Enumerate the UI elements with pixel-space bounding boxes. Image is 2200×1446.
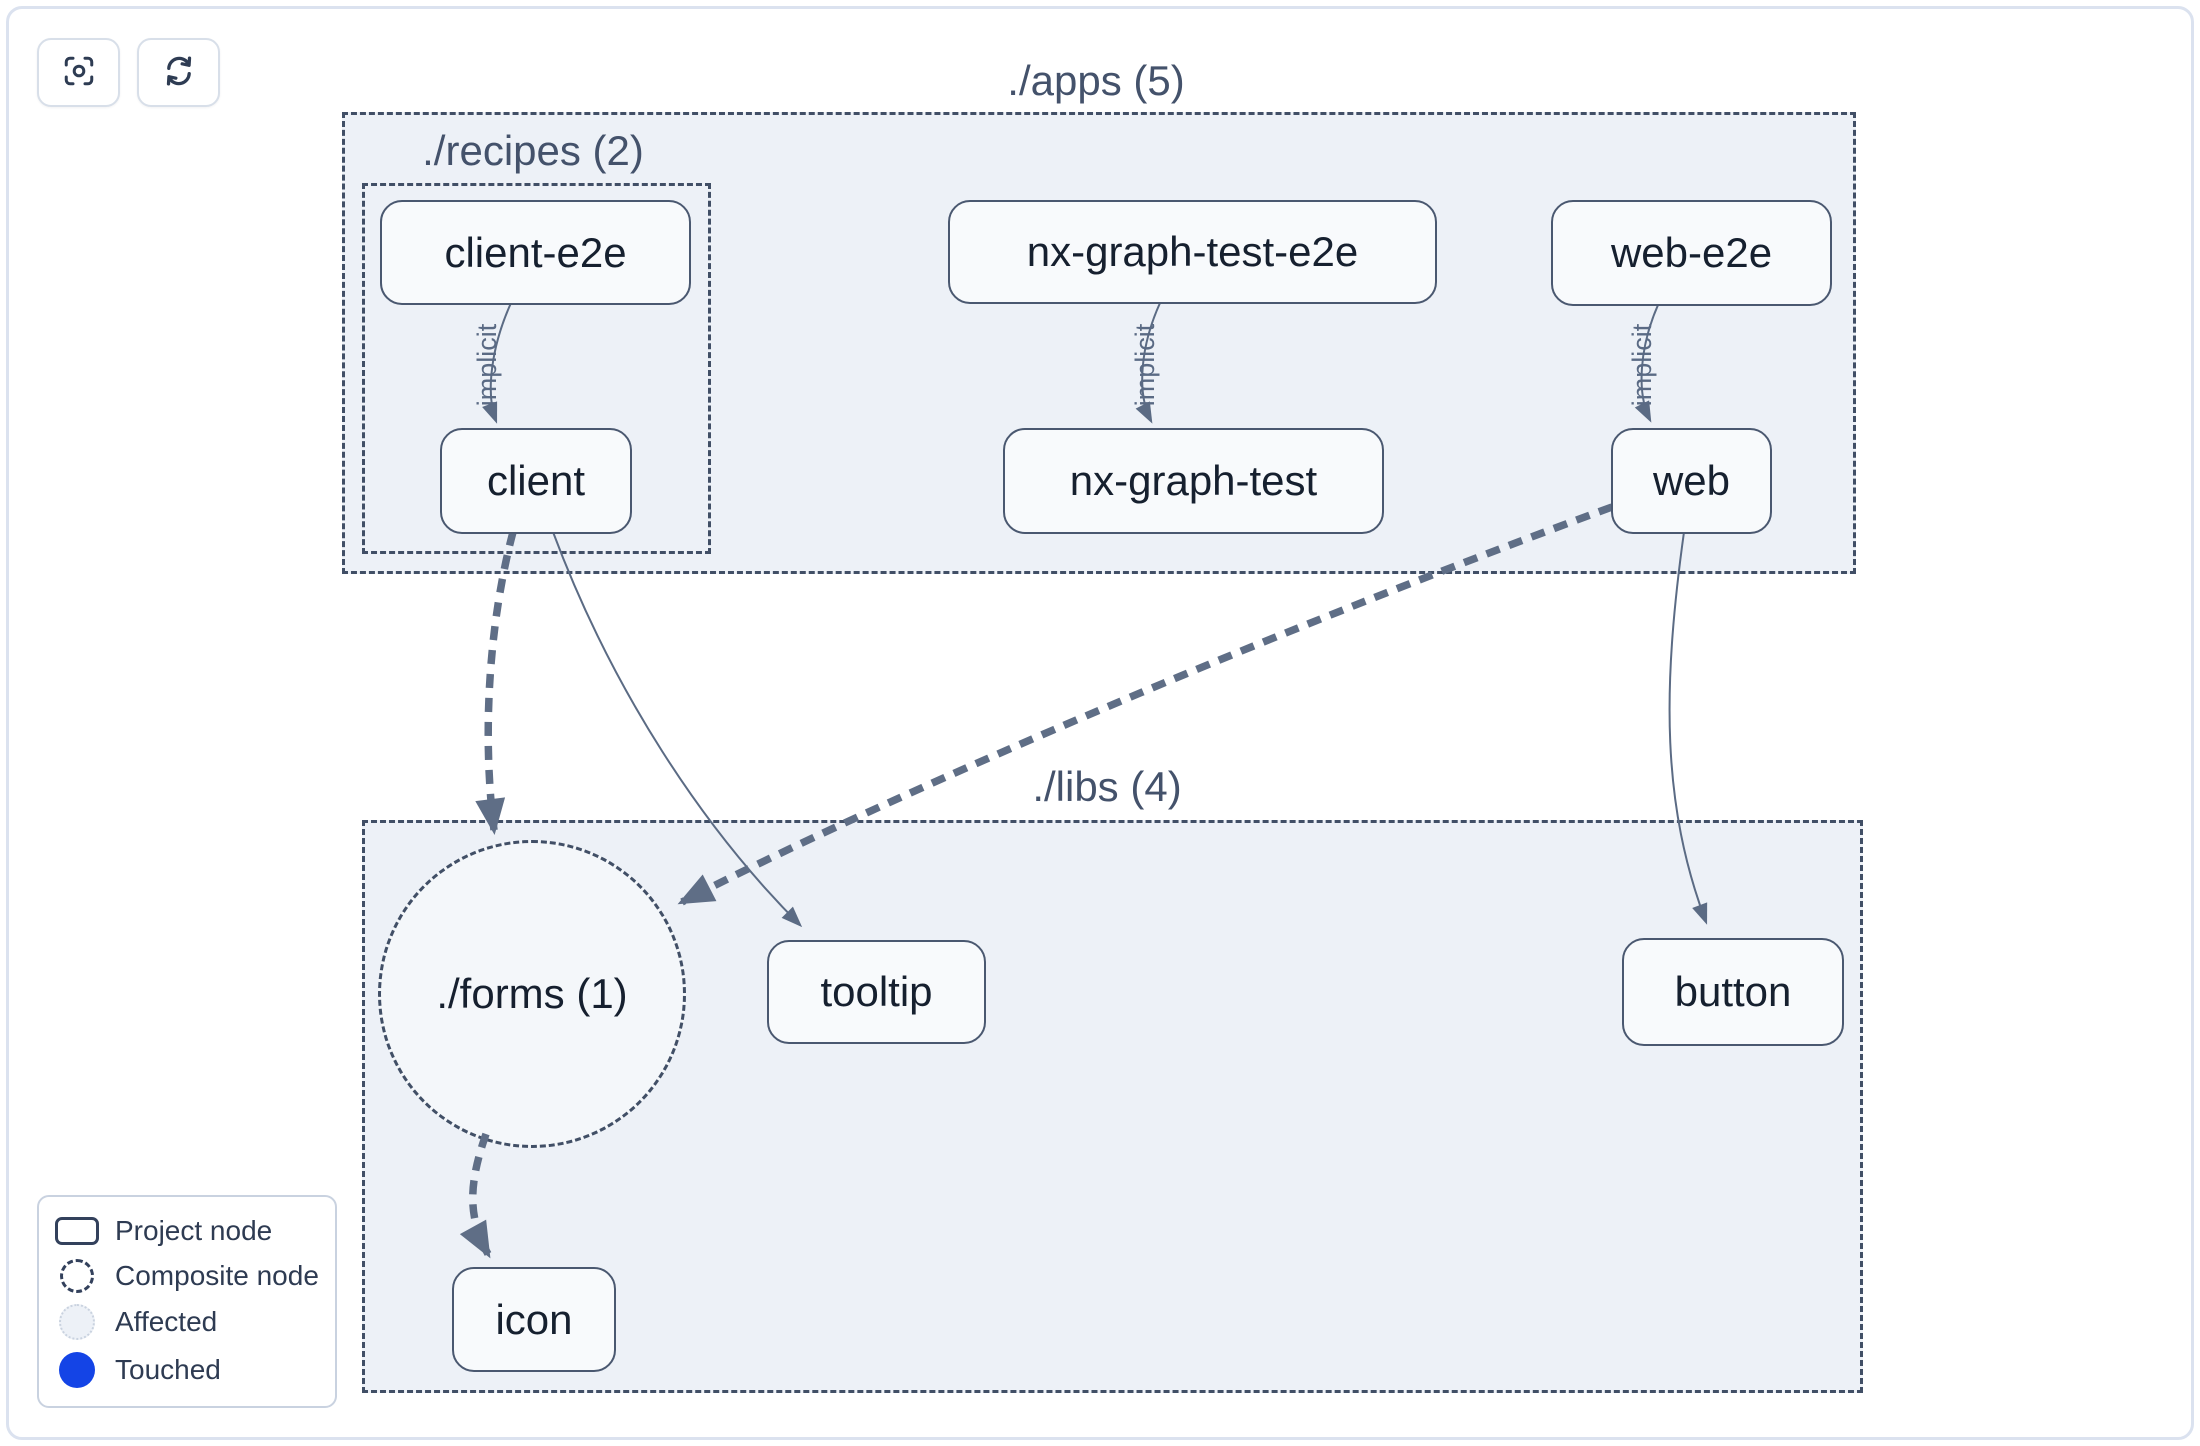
node-icon[interactable]: icon (452, 1267, 616, 1372)
composite-node-forms[interactable]: ./forms (1) (378, 840, 686, 1148)
legend-item-affected: Affected (39, 1304, 335, 1341)
node-button[interactable]: button (1622, 938, 1844, 1046)
node-nx-graph-test[interactable]: nx-graph-test (1003, 428, 1384, 534)
focus-icon (61, 53, 97, 92)
legend-item-touched: Touched (39, 1352, 335, 1389)
node-web-e2e[interactable]: web-e2e (1551, 200, 1832, 306)
touched-icon (59, 1352, 95, 1389)
node-web[interactable]: web (1611, 428, 1772, 534)
legend: Project node Composite node Affected Tou… (37, 1195, 337, 1408)
center-graph-button[interactable] (37, 38, 120, 107)
node-client-e2e[interactable]: client-e2e (380, 200, 691, 305)
node-client[interactable]: client (440, 428, 632, 534)
group-label-recipes: ./recipes (2) (422, 127, 644, 174)
node-tooltip[interactable]: tooltip (767, 940, 986, 1044)
legend-label: Touched (115, 1354, 221, 1386)
group-recipes (362, 183, 711, 554)
group-label-apps: ./apps (5) (1007, 57, 1185, 104)
refresh-icon (161, 53, 197, 92)
legend-label: Project node (115, 1214, 273, 1246)
group-label-libs: ./libs (4) (1032, 763, 1182, 810)
refresh-graph-button[interactable] (137, 38, 220, 107)
project-node-icon (55, 1216, 99, 1245)
legend-item-project-node: Project node (39, 1215, 335, 1247)
node-nx-graph-test-e2e[interactable]: nx-graph-test-e2e (948, 200, 1437, 304)
composite-node-icon (60, 1258, 94, 1293)
affected-icon (59, 1304, 95, 1341)
legend-item-composite-node: Composite node (39, 1258, 335, 1293)
legend-label: Affected (115, 1306, 218, 1338)
legend-label: Composite node (115, 1259, 319, 1291)
